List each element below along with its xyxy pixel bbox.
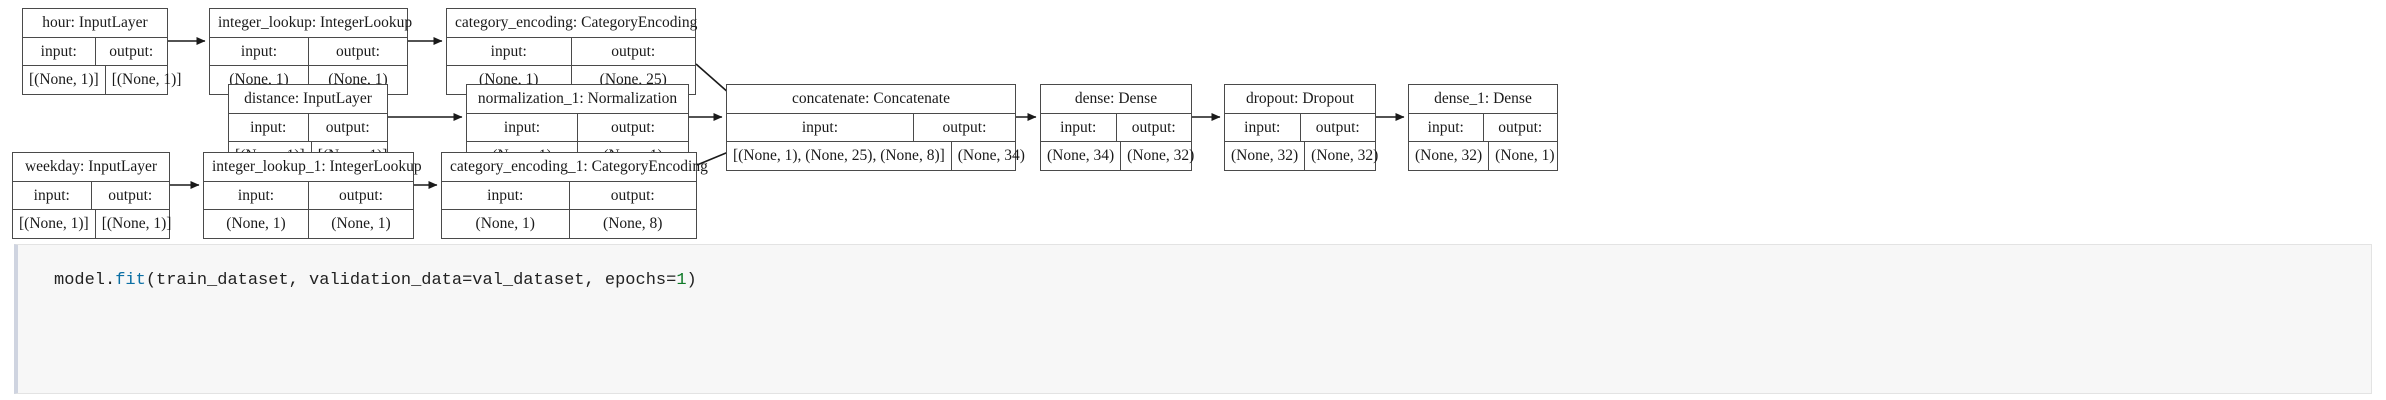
input-header: input: [487,186,524,204]
output-shape: [(None, 1)] [94,210,178,238]
code-method: fit [115,271,146,290]
output-header: output: [1115,113,1192,141]
output-shape: (None, 32) [1120,142,1200,170]
node-header-row: input: output: [1409,113,1558,142]
node-title: dropout: Dropout [1225,85,1375,114]
input-header: input: [801,118,838,136]
output-header: output: [90,181,170,209]
node-title: weekday: InputLayer [13,153,169,182]
input-header: input: [237,186,275,204]
node-title: normalization_1: Normalization [467,85,688,114]
node-shape-row: (None, 34) (None, 32) [1041,142,1194,170]
code-object: model [54,271,106,290]
node-header-row: input: output: [442,181,697,210]
node-shape-row: [(None, 1), (None, 25), (None, 8)] (None… [727,142,1025,170]
output-shape: (None, 25) [570,66,696,94]
output-header: output: [307,113,388,141]
node-title: distance: InputLayer [229,85,387,114]
output-header: output: [308,37,407,65]
input-header: input: [490,42,527,60]
node-header-row: input: output: [210,37,407,66]
node-integer-lookup-1: integer_lookup_1: IntegerLookup input: o… [203,152,422,239]
input-header: input: [1427,118,1464,136]
node-weekday: weekday: InputLayer input: output: [(Non… [12,152,171,239]
node-header-row: input: output: [13,181,170,210]
node-integer-lookup: integer_lookup: IntegerLookup input: out… [209,8,412,95]
node-hour: hour: InputLayer input: output: [(None, … [22,8,181,95]
node-header-row: input: output: [1041,113,1192,142]
node-header-row: input: output: [229,113,388,142]
code-line[interactable]: model.fit(train_dataset, validation_data… [54,271,697,290]
node-title: concatenate: Concatenate [727,85,1015,114]
input-header: input: [33,186,70,204]
input-header: input: [250,118,287,136]
code-args: train_dataset, validation_data=val_datas… [156,271,677,290]
input-shape: (None, 1) [475,215,535,232]
node-dense: dense: Dense input: output: (None, 34) (… [1040,84,1194,171]
output-header: output: [577,113,688,141]
node-shape-row: (None, 32) (None, 32) [1225,142,1378,170]
node-category-encoding: category_encoding: CategoryEncoding inpu… [446,8,697,95]
output-header: output: [568,181,697,209]
node-title: dense: Dense [1041,85,1191,114]
output-shape: (None, 32) [1304,142,1384,170]
output-header: output: [912,113,1015,141]
input-header: input: [503,118,541,136]
input-shape: [(None, 1)] [19,215,89,232]
input-header: input: [1060,118,1097,136]
input-header: input: [1244,118,1281,136]
node-shape-row: (None, 1) (None, 1) [210,66,407,94]
output-shape: [(None, 1)] [104,66,188,94]
node-title: integer_lookup_1: IntegerLookup [204,153,422,182]
node-shape-row: (None, 1) (None, 1) [204,210,413,238]
node-dropout: dropout: Dropout input: output: (None, 3… [1224,84,1378,171]
input-shape: (None, 1) [479,71,539,88]
output-shape: (None, 8) [568,210,697,238]
code-open-paren: ( [145,271,157,290]
input-shape: (None, 1) [226,215,286,232]
node-title: dense_1: Dense [1409,85,1557,114]
node-title: category_encoding_1: CategoryEncoding [442,153,708,182]
node-header-row: input: output: [447,37,696,66]
node-header-row: input: output: [1225,113,1376,142]
node-title: integer_lookup: IntegerLookup [210,9,412,38]
node-shape-row: (None, 1) (None, 25) [447,66,695,94]
output-header: output: [1299,113,1376,141]
output-header: output: [308,181,413,209]
node-title: hour: InputLayer [23,9,167,38]
code-epochs-value: 1 [676,271,687,290]
node-header-row: input: output: [204,181,413,210]
output-shape: (None, 1) [308,66,407,94]
input-shape: (None, 1) [229,71,289,88]
node-shape-row: (None, 1) (None, 8) [442,210,696,238]
node-shape-row: (None, 32) (None, 1) [1409,142,1557,170]
node-category-encoding-1: category_encoding_1: CategoryEncoding in… [441,152,708,239]
input-shape: [(None, 1)] [29,71,99,88]
input-shape: (None, 32) [1231,147,1299,164]
input-shape: (None, 34) [1047,147,1115,164]
input-header: input: [240,42,278,60]
output-shape: (None, 34) [950,142,1031,170]
output-shape: (None, 1) [1488,142,1560,170]
node-title: category_encoding: CategoryEncoding [447,9,697,38]
code-cell[interactable]: model.fit(train_dataset, validation_data… [14,244,2372,394]
node-header-row: input: output: [727,113,1015,142]
output-header: output: [94,37,168,65]
code-close-paren: ) [686,271,697,290]
node-concatenate: concatenate: Concatenate input: output: … [726,84,1025,171]
node-dense-1: dense_1: Dense input: output: (None, 32)… [1408,84,1558,171]
input-header: input: [40,42,77,60]
node-shape-row: [(None, 1)] [(None, 1)] [23,66,181,94]
output-header: output: [1482,113,1558,141]
output-header: output: [570,37,696,65]
node-header-row: input: output: [467,113,688,142]
node-header-row: input: output: [23,37,168,66]
input-shape: [(None, 1), (None, 25), (None, 8)] [733,147,945,164]
output-shape: (None, 1) [308,210,413,238]
code-dot: . [105,271,116,290]
input-shape: (None, 32) [1415,147,1483,164]
node-shape-row: [(None, 1)] [(None, 1)] [13,210,171,238]
